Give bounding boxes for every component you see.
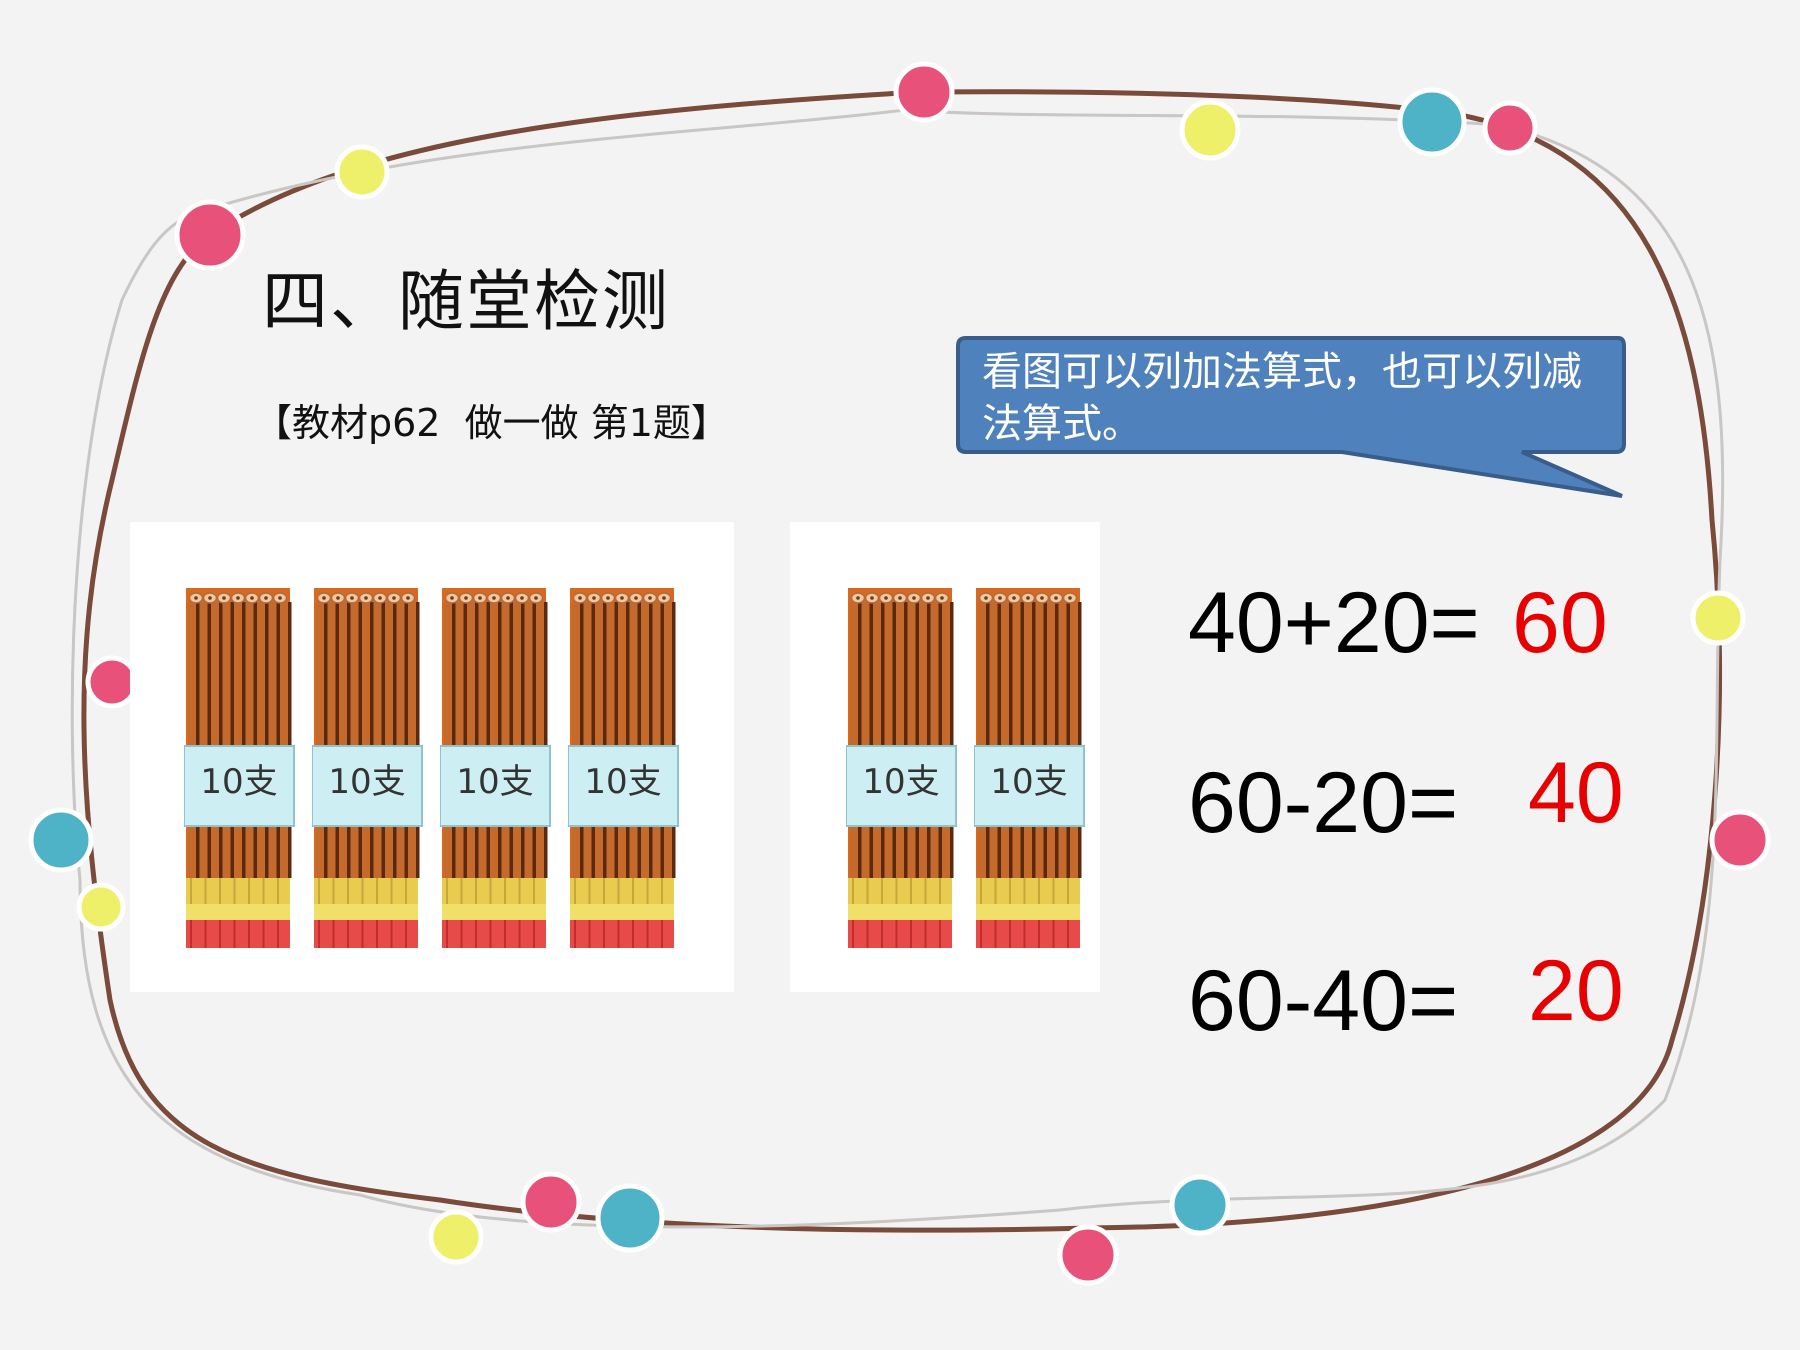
pencil-bundle-graphic bbox=[568, 588, 679, 948]
callout-bubble: 看图可以列加法算式，也可以列减法算式。 bbox=[952, 332, 1632, 502]
right-pencil-bundle-1: 10支 bbox=[846, 588, 958, 948]
left-pencil-bundle-2: 10支 bbox=[312, 588, 424, 948]
bundle-label: 10支 bbox=[584, 762, 662, 802]
pencil-panel-left: 10支 10支 10支 10支 bbox=[130, 522, 734, 992]
left-pencil-bundle-3: 10支 bbox=[440, 588, 552, 948]
equation-2-answer: 40 bbox=[1528, 745, 1624, 841]
pencil-bundle-graphic bbox=[312, 588, 423, 948]
bundle-label: 10支 bbox=[200, 762, 278, 802]
equation-3-expression: 60-40= bbox=[1188, 953, 1459, 1049]
bundle-label: 10支 bbox=[990, 762, 1068, 802]
left-pencil-bundle-1: 10支 bbox=[184, 588, 296, 948]
callout-shape bbox=[956, 336, 1626, 498]
left-pencil-bundle-4: 10支 bbox=[568, 588, 680, 948]
bundle-label: 10支 bbox=[456, 762, 534, 802]
callout-text: 看图可以列加法算式，也可以列减法算式。 bbox=[982, 349, 1582, 447]
equation-1-answer: 60 bbox=[1512, 575, 1608, 671]
pencil-bundle-graphic bbox=[974, 588, 1085, 948]
pencil-bundle-graphic bbox=[440, 588, 551, 948]
textbook-reference: 【教材p62 做一做 第1题】 bbox=[254, 401, 729, 445]
right-pencil-bundle-2: 10支 bbox=[974, 588, 1086, 948]
page-title: 四、随堂检测 bbox=[262, 263, 670, 340]
equation-2-expression: 60-20= bbox=[1188, 755, 1459, 851]
equation-1-expression: 40+20= bbox=[1188, 575, 1480, 671]
bundle-label: 10支 bbox=[328, 762, 406, 802]
pencil-bundle-graphic bbox=[184, 588, 295, 948]
equation-3-answer: 20 bbox=[1528, 943, 1624, 1039]
pencil-bundle-graphic bbox=[846, 588, 957, 948]
pencil-panel-right: 10支 10支 bbox=[790, 522, 1100, 992]
bundle-label: 10支 bbox=[862, 762, 940, 802]
